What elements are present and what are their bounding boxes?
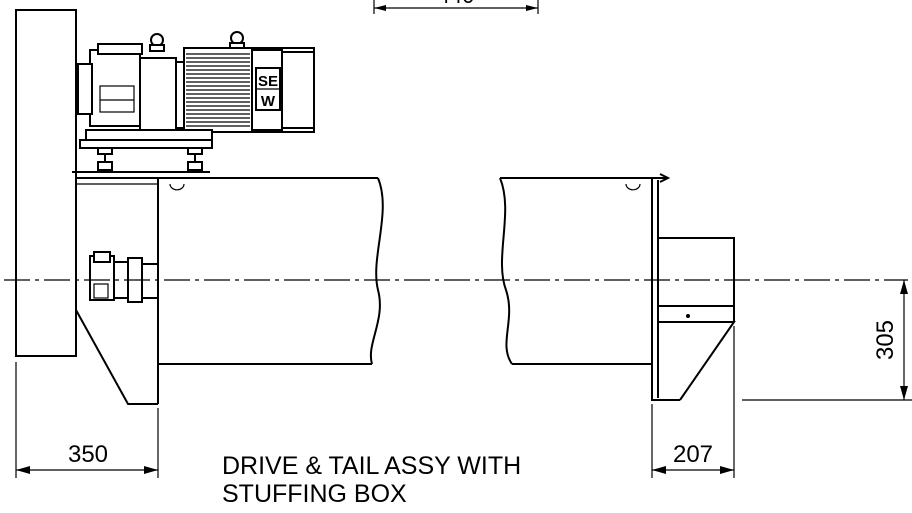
mounting-plate <box>15 9 77 357</box>
motor: SE W <box>149 31 315 133</box>
svg-text:W: W <box>261 93 276 110</box>
dimension-350-value: 350 <box>68 441 108 468</box>
trough-left <box>158 177 384 365</box>
top-dimension: 440 <box>373 0 539 14</box>
motor-base <box>72 129 213 173</box>
dimension-305: 305 <box>742 280 912 401</box>
trough-right <box>499 177 668 365</box>
caption-line-1: DRIVE & TAIL ASSY WITH <box>222 452 521 480</box>
dimension-350: 350 <box>15 362 159 478</box>
drive-housing <box>75 177 159 405</box>
dimension-207-value: 207 <box>673 441 713 468</box>
gearbox <box>77 43 185 133</box>
caption-line-2: STUFFING BOX <box>222 480 407 508</box>
top-dimension-value: 440 <box>438 0 475 8</box>
svg-text:SE: SE <box>258 73 278 90</box>
tail-housing <box>651 173 736 401</box>
dimension-305-value: 305 <box>872 320 899 360</box>
dimension-207: 207 <box>651 326 735 478</box>
